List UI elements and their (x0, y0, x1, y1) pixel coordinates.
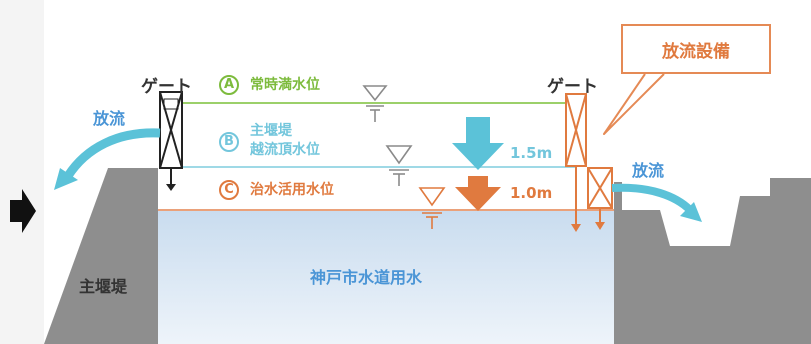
right-discharge-arrow (611, 183, 693, 213)
right-gate-lower (587, 167, 613, 209)
next-arrow-icon (10, 189, 36, 233)
reservoir-water (158, 210, 614, 344)
level-c-badge: C (219, 180, 239, 200)
left-discharge-arrow (64, 128, 161, 179)
left-discharge-arrowhead (54, 168, 78, 190)
level-a-badge: A (219, 75, 239, 95)
level-b-label-line2: 越流頂水位 (250, 142, 320, 158)
right-discharge-arrowhead (680, 202, 702, 222)
right-gate-upper (565, 93, 587, 167)
left-gate-label: ゲート (141, 77, 192, 97)
left-gate-arrowhead (166, 184, 176, 191)
level-b-badge: B (219, 132, 239, 152)
callout-pointer (603, 73, 665, 135)
left-gate (159, 91, 183, 169)
level-c-marker (418, 187, 446, 229)
drop-arrow-1-5m (452, 117, 504, 170)
main-dam-body (44, 168, 158, 344)
level-a-label: 常時満水位 (250, 77, 320, 93)
left-discharge-label: 放流 (93, 109, 126, 128)
right-discharge-label: 放流 (632, 161, 665, 180)
right-bank (614, 178, 811, 344)
right-gate-label: ゲート (547, 77, 598, 97)
level-c-label: 治水活用水位 (250, 182, 334, 198)
level-b-label-line1: 主堰堤 (250, 123, 292, 139)
level-b-marker (385, 145, 413, 186)
depth-1-5m: 1.5m (510, 144, 553, 162)
facility-callout: 放流設備 (621, 24, 771, 74)
drop-arrow-1-0m (455, 176, 501, 211)
main-dam-label: 主堰堤 (79, 277, 128, 296)
depth-1-0m: 1.0m (510, 184, 553, 202)
reservoir-label: 神戸市水道用水 (310, 268, 423, 287)
level-a-marker (362, 85, 388, 122)
